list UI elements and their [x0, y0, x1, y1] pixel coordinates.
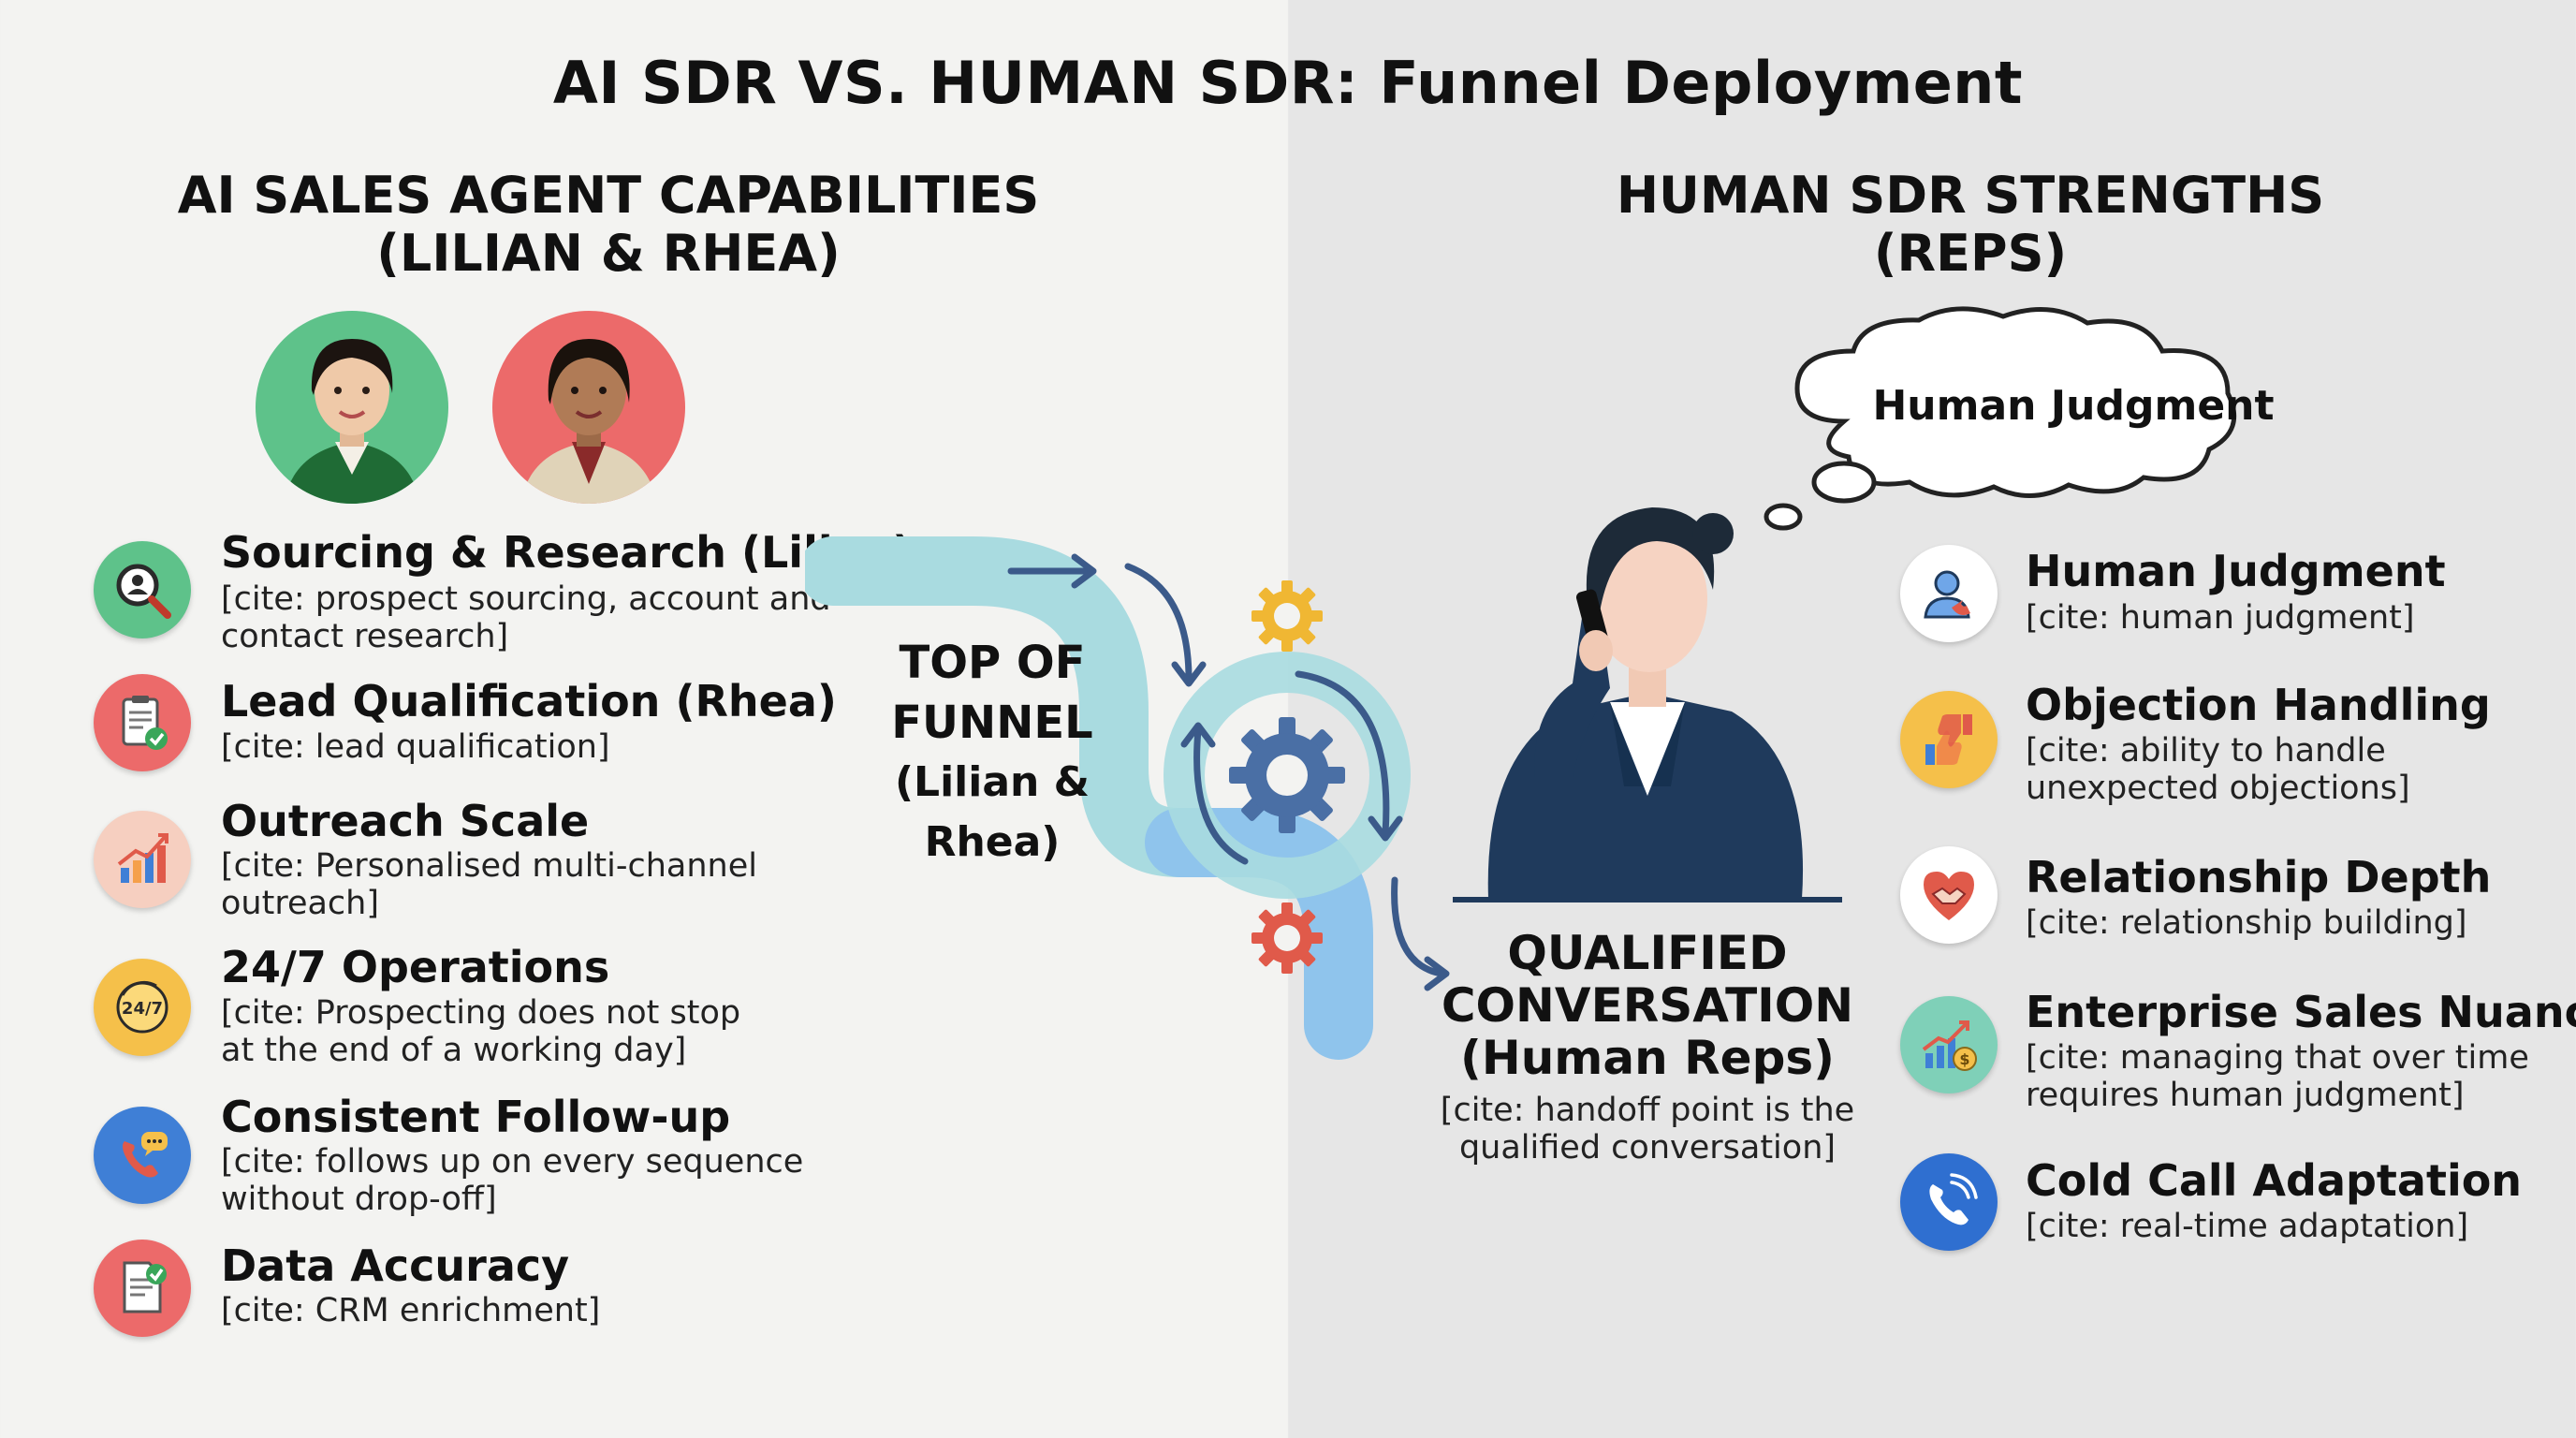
item-sourcing-research-cite2: contact research] [221, 618, 509, 655]
item-cold-call-adaptation: Cold Call Adaptation [2026, 1155, 2523, 1206]
top-funnel-pipe [805, 536, 1214, 877]
item-24-7-operations-cite2: at the end of a working day] [221, 1032, 687, 1069]
phone-ring-icon [1929, 1173, 1978, 1225]
thought-bubble [1764, 306, 2237, 531]
top-of-funnel-line2: FUNNEL [891, 697, 1093, 749]
top-of-funnel-line3: (Lilian & Rhea) [894, 758, 1090, 866]
item-objection-handling-cite1: [cite: ability to handle [2026, 732, 2386, 770]
item-objection-handling: Objection Handling [2026, 680, 2491, 730]
top-of-funnel-label: TOP OF FUNNEL (Lilian & Rhea) [824, 633, 1161, 873]
growth-chart-icon [117, 833, 168, 883]
item-outreach-scale-cite1: [cite: Personalised multi-channel [221, 847, 757, 885]
item-data-accuracy: Data Accuracy [221, 1240, 570, 1291]
human-sdr-heading: HUMAN SDR STRENGTHS (REPS) [1535, 167, 2406, 283]
ai-agent-heading-line1: AI SALES AGENT CAPABILITIES [177, 166, 1040, 225]
item-cold-call-adaptation-cite1: [cite: real-time adaptation] [2026, 1208, 2469, 1245]
item-outreach-scale: Outreach Scale [221, 796, 590, 846]
qualified-conversation-label: QUALIFIED CONVERSATION (Human Reps) [1423, 927, 1872, 1084]
human-sdr-heading-line1: HUMAN SDR STRENGTHS [1616, 166, 2325, 225]
center-gear-icon [1229, 717, 1345, 833]
thought-bubble-text: Human Judgment [1872, 382, 2275, 430]
item-relationship-depth: Relationship Depth [2026, 852, 2492, 902]
gold-gear-icon [1251, 580, 1323, 652]
rhea-portrait-icon [520, 339, 657, 504]
item-consistent-follow-up-cite2: without drop-off] [221, 1181, 497, 1218]
data-accuracy-icon-badge [94, 1240, 191, 1337]
item-data-accuracy-cite1: [cite: CRM enrichment] [221, 1292, 601, 1329]
heart-handshake-icon [1924, 872, 1974, 920]
item-lead-qualification: Lead Qualification (Rhea) [221, 676, 837, 726]
item-consistent-follow-up: Consistent Follow-up [221, 1092, 731, 1142]
enterprise-sales-icon-badge: $ [1900, 996, 1998, 1093]
item-sourcing-research-cite1: [cite: prospect sourcing, account and [221, 580, 831, 618]
ai-agent-heading: AI SALES AGENT CAPABILITIES (LILIAN & RH… [140, 167, 1076, 283]
clock-24-7-icon: 24/7 [116, 980, 168, 1034]
item-human-judgment: Human Judgment [2026, 546, 2446, 596]
red-gear-icon [1251, 902, 1323, 974]
thumbs-up-down-icon [1925, 714, 1972, 765]
item-enterprise-sales-nuance-cite2: requires human judgment] [2026, 1077, 2465, 1114]
sourcing-research-icon-badge [94, 541, 191, 638]
swirl-ring [1164, 652, 1411, 899]
item-lead-qualification-cite1: [cite: lead qualification] [221, 728, 610, 766]
item-enterprise-sales-nuance-cite1: [cite: managing that over time [2026, 1039, 2529, 1077]
qualified-line3: (Human Reps) [1460, 1031, 1835, 1085]
item-relationship-depth-cite1: [cite: relationship building] [2026, 904, 2467, 942]
svg-text:$: $ [1959, 1050, 1969, 1068]
qualified-line2: CONVERSATION [1441, 978, 1854, 1033]
item-outreach-scale-cite2: outreach] [221, 885, 380, 922]
operations-24-7-icon-badge: 24/7 [94, 959, 191, 1056]
qualified-cite-line2: qualified conversation] [1458, 1129, 1837, 1167]
cold-call-icon-badge [1900, 1153, 1998, 1251]
clipboard-check-icon [122, 696, 168, 750]
item-sourcing-research: Sourcing & Research (Lilian) [221, 527, 913, 578]
qualified-line1: QUALIFIED [1507, 926, 1788, 980]
ai-agent-heading-line2: (LILIAN & RHEA) [376, 224, 841, 283]
relationship-depth-icon-badge [1900, 846, 1998, 944]
item-consistent-follow-up-cite1: [cite: follows up on every sequence [221, 1143, 804, 1181]
document-check-icon [123, 1261, 167, 1313]
lilian-portrait-icon [284, 339, 420, 504]
svg-text:24/7: 24/7 [122, 999, 163, 1019]
lilian-avatar [256, 311, 448, 504]
flow-arrows [1007, 553, 1450, 991]
item-24-7-operations-cite1: [cite: Prospecting does not stop [221, 994, 741, 1032]
item-objection-handling-cite2: unexpected objections] [2026, 770, 2410, 807]
consistent-follow-up-icon-badge [94, 1107, 191, 1204]
growth-dollar-icon: $ [1922, 1020, 1977, 1071]
objection-handling-icon-badge [1900, 691, 1998, 788]
outreach-scale-icon-badge [94, 811, 191, 908]
rhea-avatar [492, 311, 685, 504]
phone-chat-icon [123, 1132, 168, 1178]
top-of-funnel-line1: TOP OF [899, 637, 1086, 689]
human-rep-illustration [1453, 507, 1842, 902]
human-sdr-heading-line2: (REPS) [1873, 224, 2068, 283]
qualified-cite-line1: [cite: handoff point is the [1440, 1092, 1855, 1129]
lead-qualification-icon-badge [94, 674, 191, 771]
item-human-judgment-cite1: [cite: human judgment] [2026, 599, 2415, 637]
funnel-flow-diagram [805, 536, 1450, 1060]
magnifier-person-icon [116, 564, 171, 619]
page-title: AI SDR VS. HUMAN SDR: Funnel Deployment [552, 49, 2024, 117]
person-headset-icon [1924, 570, 1970, 619]
human-judgment-icon-badge [1900, 545, 1998, 642]
item-enterprise-sales-nuance: Enterprise Sales Nuance [2026, 987, 2576, 1037]
item-24-7-operations: 24/7 Operations [221, 942, 610, 992]
